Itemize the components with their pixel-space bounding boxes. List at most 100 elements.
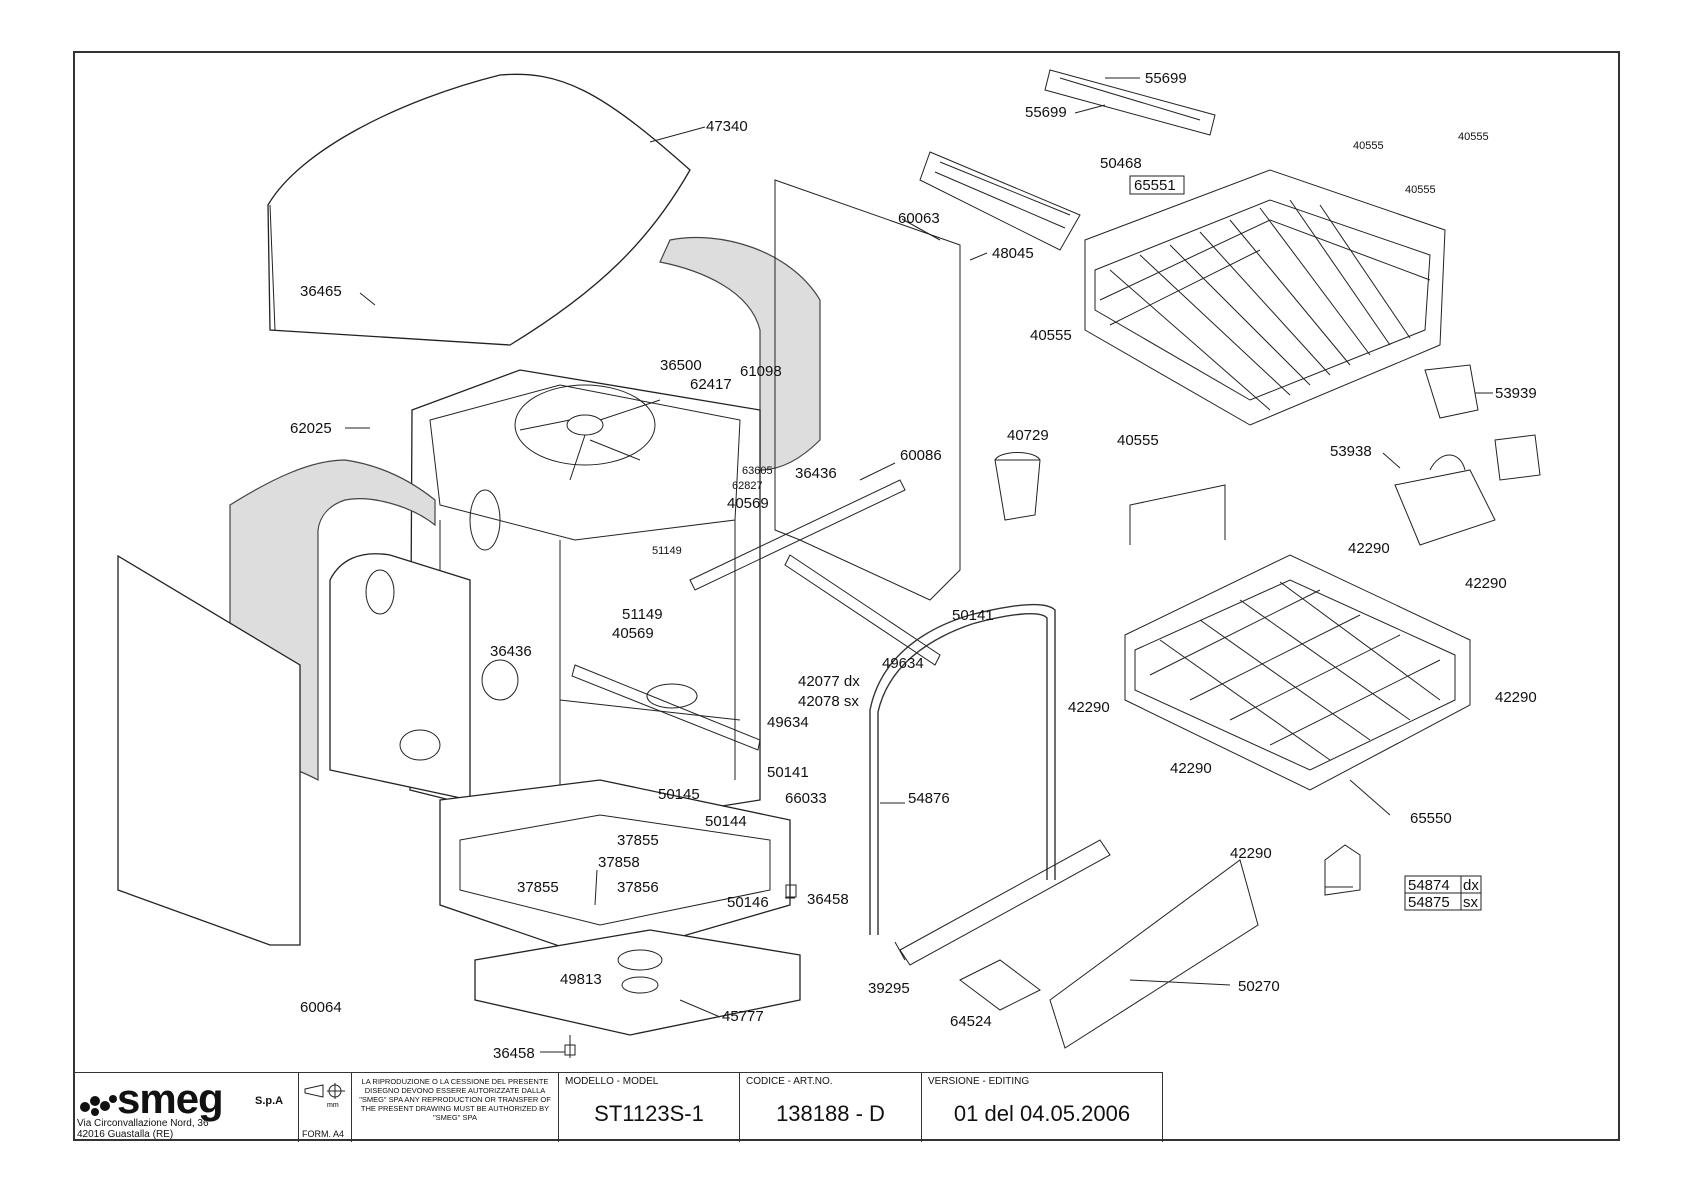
label-55699-b: 55699 bbox=[1025, 104, 1067, 121]
label-37855-b: 37855 bbox=[517, 879, 559, 896]
label-42077: 42077 dx bbox=[798, 673, 860, 690]
upper-basket-part bbox=[1084, 169, 1446, 426]
code-header: CODICE - ART.NO. bbox=[746, 1076, 833, 1087]
label-50468: 50468 bbox=[1100, 155, 1142, 172]
label-65550: 65550 bbox=[1410, 810, 1452, 827]
version-cell: VERSIONE - EDITING 01 del 04.05.2006 bbox=[922, 1073, 1163, 1142]
company-cell: smeg S.p.A Via Circonvallazione Nord, 36… bbox=[73, 1073, 299, 1142]
label-37856: 37856 bbox=[617, 879, 659, 896]
label-53938: 53938 bbox=[1330, 443, 1372, 460]
notice-cell: LA RIPRODUZIONE O LA CESSIONE DEL PRESEN… bbox=[352, 1073, 559, 1142]
label-54874: 54874 bbox=[1408, 877, 1450, 894]
label-36500: 36500 bbox=[660, 357, 702, 374]
label-50270: 50270 bbox=[1238, 978, 1280, 995]
label-40555-b: 40555 bbox=[1458, 131, 1489, 143]
label-42290-b: 42290 bbox=[1465, 575, 1507, 592]
base-part bbox=[439, 779, 801, 1058]
label-66033: 66033 bbox=[785, 790, 827, 807]
label-42290-a: 42290 bbox=[1348, 540, 1390, 557]
label-49813: 49813 bbox=[560, 971, 602, 988]
insulation-right-part bbox=[659, 236, 821, 471]
label-42290-e: 42290 bbox=[1170, 760, 1212, 777]
label-39295: 39295 bbox=[868, 980, 910, 997]
rail-upper-part bbox=[689, 479, 906, 591]
label-61098: 61098 bbox=[740, 363, 782, 380]
label-53939: 53939 bbox=[1495, 385, 1537, 402]
company-logo-text: smeg bbox=[117, 1075, 224, 1122]
label-48045: 48045 bbox=[992, 245, 1034, 262]
label-63605: 63605 bbox=[742, 465, 773, 477]
label-60063: 60063 bbox=[898, 210, 940, 227]
model-value: ST1123S-1 bbox=[594, 1101, 704, 1126]
top-cover-part bbox=[267, 73, 691, 346]
code-cell: CODICE - ART.NO. 138188 - D bbox=[740, 1073, 922, 1142]
cutlery-tray-part bbox=[919, 151, 1081, 251]
model-cell: MODELLO - MODEL ST1123S-1 bbox=[559, 1073, 740, 1142]
label-51149-a: 51149 bbox=[652, 545, 682, 557]
label-40555-c: 40555 bbox=[1405, 184, 1436, 196]
label-40729: 40729 bbox=[1007, 427, 1049, 444]
label-62417: 62417 bbox=[690, 376, 732, 393]
label-60086: 60086 bbox=[900, 447, 942, 464]
company-suffix: S.p.A bbox=[255, 1095, 284, 1107]
label-40569-a: 40569 bbox=[727, 495, 769, 512]
label-36465: 36465 bbox=[300, 283, 342, 300]
label-37858: 37858 bbox=[598, 854, 640, 871]
model-header: MODELLO - MODEL bbox=[565, 1076, 659, 1087]
side-panel-frame-part bbox=[774, 179, 961, 601]
label-36436-b: 36436 bbox=[490, 643, 532, 660]
kickplate-part bbox=[1049, 859, 1259, 1049]
address-line-2: 42016 Guastalla (RE) bbox=[77, 1129, 174, 1140]
cutlery-basket-part bbox=[1394, 454, 1496, 546]
label-40569-b: 40569 bbox=[612, 625, 654, 642]
projection-symbol-icon: mm bbox=[304, 1083, 345, 1109]
label-62025: 62025 bbox=[290, 420, 332, 437]
wire-rack-part bbox=[1129, 484, 1226, 545]
label-40555-a: 40555 bbox=[1353, 140, 1384, 152]
basket-lid-part bbox=[1424, 364, 1541, 481]
label-54874-suffix: dx bbox=[1463, 877, 1479, 894]
label-50146: 50146 bbox=[727, 894, 769, 911]
label-54876: 54876 bbox=[908, 790, 950, 807]
label-40555-e: 40555 bbox=[1117, 432, 1159, 449]
salt-cap-part bbox=[994, 452, 1041, 521]
label-37855-a: 37855 bbox=[617, 832, 659, 849]
leader-lines bbox=[345, 77, 1493, 1053]
tub-body-part bbox=[409, 369, 761, 831]
left-side-panel-part bbox=[117, 553, 471, 946]
title-block: smeg S.p.A Via Circonvallazione Nord, 36… bbox=[73, 1072, 1163, 1142]
label-65551: 65551 bbox=[1134, 177, 1176, 194]
rail-upper-right-part bbox=[784, 554, 941, 666]
label-54875: 54875 bbox=[1408, 894, 1450, 911]
label-64524: 64524 bbox=[950, 1013, 992, 1030]
unit-label: mm bbox=[327, 1102, 339, 1109]
label-50145: 50145 bbox=[658, 786, 700, 803]
form-cell: mm FORM. A4 bbox=[299, 1073, 352, 1142]
label-51149-b: 51149 bbox=[622, 606, 663, 623]
label-42290-f: 42290 bbox=[1230, 845, 1272, 862]
lower-basket-part bbox=[1124, 554, 1471, 791]
form-label: FORM. A4 bbox=[302, 1129, 345, 1139]
tray-part bbox=[894, 839, 1111, 966]
code-value: 138188 - D bbox=[776, 1101, 885, 1126]
label-50144: 50144 bbox=[705, 813, 747, 830]
bracket-part bbox=[959, 959, 1041, 1011]
label-49634-b: 49634 bbox=[767, 714, 809, 731]
hinge-part bbox=[1324, 844, 1361, 896]
version-header: VERSIONE - EDITING bbox=[928, 1076, 1030, 1087]
label-49634-a: 49634 bbox=[882, 655, 924, 672]
label-47340: 47340 bbox=[706, 118, 748, 135]
address-line-1: Via Circonvallazione Nord, 36 bbox=[77, 1118, 209, 1129]
label-60064: 60064 bbox=[300, 999, 342, 1016]
label-55699-a: 55699 bbox=[1145, 70, 1187, 87]
part-number-labels: 47340 55699 55699 40555 40555 40555 4055… bbox=[290, 70, 1537, 1062]
spray-arm-part bbox=[1044, 69, 1216, 136]
label-36436-a: 36436 bbox=[795, 465, 837, 482]
label-42290-d: 42290 bbox=[1495, 689, 1537, 706]
label-36458-b: 36458 bbox=[493, 1045, 535, 1062]
label-54875-suffix: sx bbox=[1463, 894, 1479, 911]
label-50141-a: 50141 bbox=[952, 607, 994, 624]
smeg-dots-logo-icon bbox=[80, 1095, 117, 1116]
version-value: 01 del 04.05.2006 bbox=[953, 1101, 1131, 1126]
